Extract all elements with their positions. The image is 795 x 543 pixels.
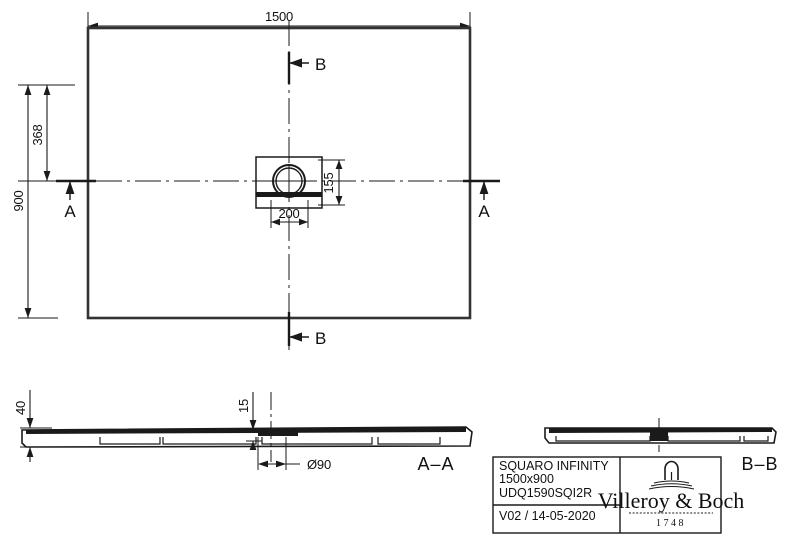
dimension-width-1500: 1500 (87, 9, 471, 40)
section-view-label-aa: A–A (417, 454, 454, 474)
dim-label-drain-box-height: 155 (321, 172, 336, 193)
profile-notch-bb-3 (743, 436, 769, 442)
profile-notch-4 (377, 437, 441, 445)
brand-logo-mark (648, 460, 695, 490)
dimension-height-900: 900 (11, 84, 58, 319)
title-block-product-name: SQUARO INFINITY (499, 459, 609, 473)
section-marker-b-top: B (287, 52, 326, 84)
brand-name: Villeroy & Boch (598, 488, 745, 513)
section-view-label-bb: B–B (741, 454, 778, 474)
section-marker-b-bottom: B (287, 312, 326, 348)
section-b-b: B–B (544, 418, 778, 474)
tray-profile-bb (544, 427, 777, 444)
dimension-drain-box-height-155: 155 (318, 159, 345, 206)
profile-top-band-bb (549, 428, 772, 433)
section-label-a-right: A (478, 202, 490, 221)
section-marker-a-right: A (463, 179, 500, 221)
dim-label-drain-offset: 368 (30, 124, 45, 145)
dimension-thickness-40: 40 (13, 390, 52, 462)
profile-notch-1 (99, 437, 161, 445)
drain-detail (255, 156, 323, 209)
title-block: SQUARO INFINITY 1500x900 UDQ1590SQI2R V0… (492, 456, 745, 534)
brand-founded-year: 1748 (656, 518, 686, 529)
title-block-article-code: UDQ1590SQI2R (499, 486, 592, 500)
dimension-drain-box-width-200: 200 (270, 200, 309, 228)
title-block-revision: V02 / 14-05-2020 (499, 509, 596, 523)
section-a-a: 40 15 (13, 390, 473, 474)
dim-label-thickness: 40 (13, 401, 28, 415)
section-marker-a-left: A (56, 179, 96, 221)
tray-outline (86, 26, 472, 320)
section-label-a-left: A (64, 202, 76, 221)
dim-label-width: 1500 (265, 9, 293, 24)
dim-label-drain-diameter: Ø90 (307, 457, 331, 472)
section-label-b-top: B (315, 55, 326, 74)
section-label-b-bottom: B (315, 329, 326, 348)
title-block-border (492, 456, 722, 534)
dimension-drain-depth-15: 15 (236, 392, 262, 450)
dim-label-drain-box-width: 200 (278, 206, 299, 221)
drain-recess-aa (258, 430, 298, 436)
plan-view: 1500 900 368 (11, 9, 500, 350)
drain-recess-bb (650, 432, 668, 441)
dim-label-height: 900 (11, 190, 26, 211)
title-block-size: 1500x900 (499, 472, 554, 486)
drain-box (255, 156, 323, 209)
dimension-drain-diameter: Ø90 (257, 437, 331, 472)
dim-label-drain-depth: 15 (236, 399, 251, 413)
dimension-drain-offset-368: 368 (30, 84, 75, 182)
